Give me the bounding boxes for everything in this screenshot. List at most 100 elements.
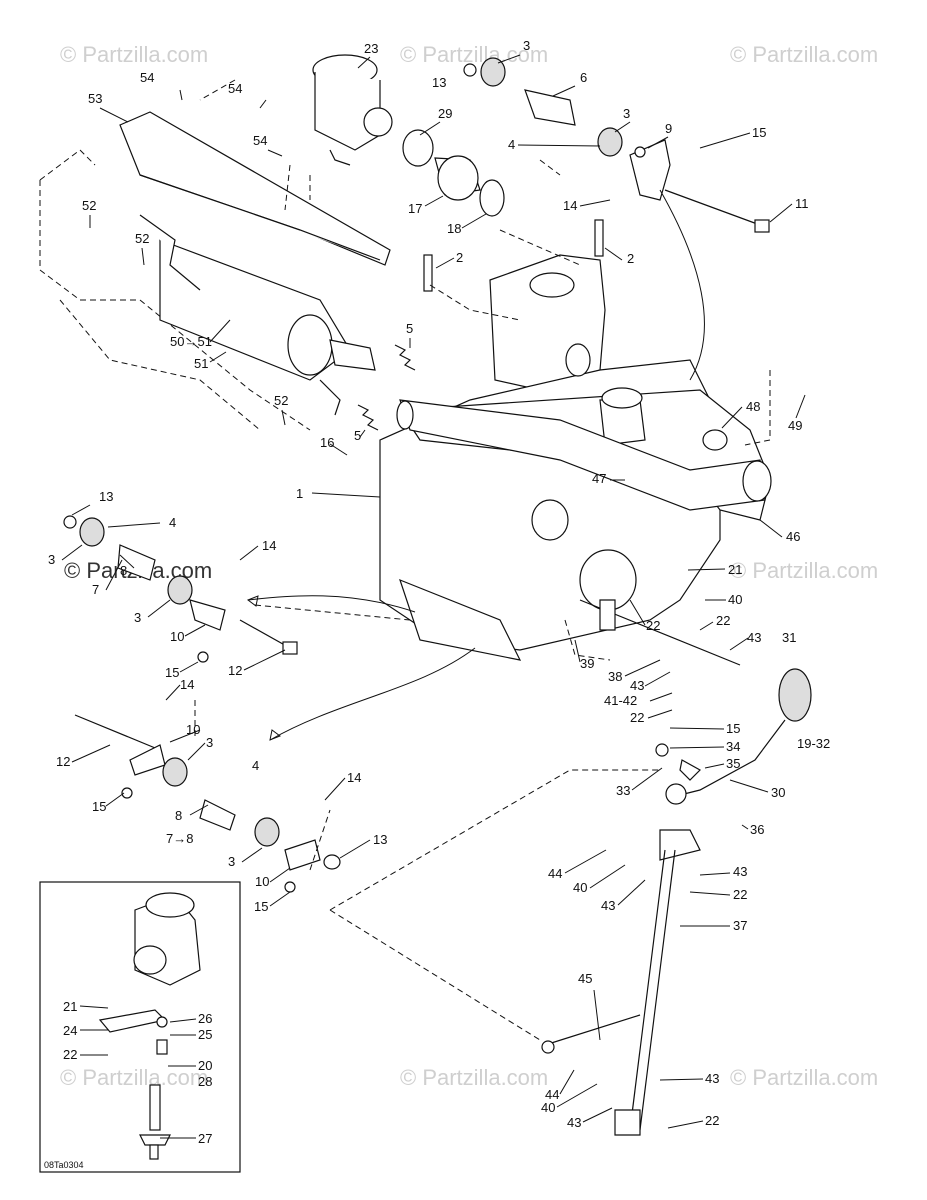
callout: 13 bbox=[99, 489, 113, 504]
callout: 47 bbox=[592, 471, 606, 486]
callout: 21 bbox=[728, 562, 742, 577]
callout: 19-32 bbox=[797, 736, 830, 751]
callout: 3 bbox=[134, 610, 141, 625]
watermark: © Partzilla.com bbox=[60, 42, 208, 67]
callout: 10 bbox=[186, 722, 200, 737]
springs bbox=[357, 344, 416, 431]
shift-lever-assembly bbox=[541, 599, 812, 1136]
engine-mount-left-lower bbox=[74, 714, 341, 893]
callout: 1 bbox=[296, 486, 303, 501]
callout: 16 bbox=[320, 435, 334, 450]
callout: 21 bbox=[63, 999, 77, 1014]
callout: 45 bbox=[578, 971, 592, 986]
callout: 30 bbox=[771, 785, 785, 800]
callout: 14 bbox=[180, 677, 194, 692]
callout: 40 bbox=[573, 880, 587, 895]
callout: 31 bbox=[782, 630, 796, 645]
callout: 54 bbox=[253, 133, 267, 148]
frame-outline bbox=[39, 149, 311, 431]
callout: 3 bbox=[623, 106, 630, 121]
callout: 18 bbox=[447, 221, 461, 236]
engine-mount-left-upper bbox=[63, 515, 298, 663]
inset-carburetor-detail bbox=[39, 881, 241, 1173]
callout: 25 bbox=[198, 1027, 212, 1042]
callout: 27 bbox=[198, 1131, 212, 1146]
callout: 9 bbox=[665, 121, 672, 136]
callout: 15 bbox=[165, 665, 179, 680]
callout: 40 bbox=[541, 1100, 555, 1115]
callout: 5 bbox=[354, 428, 361, 443]
callout: 12 bbox=[56, 754, 70, 769]
callout: 34 bbox=[726, 739, 740, 754]
callout: 22 bbox=[733, 887, 747, 902]
callout: 3 bbox=[48, 552, 55, 567]
callout: 43 bbox=[733, 864, 747, 879]
mount-bracket-upper bbox=[629, 139, 671, 201]
drawing-code: 08Ta0304 bbox=[44, 1160, 84, 1170]
heat-shield bbox=[119, 111, 391, 266]
carburetor bbox=[312, 54, 393, 166]
watermark: © Partzilla.com bbox=[400, 42, 548, 67]
callout: 53 bbox=[88, 91, 102, 106]
callout: 54 bbox=[140, 70, 154, 85]
callout: 13 bbox=[373, 832, 387, 847]
callout: 37 bbox=[733, 918, 747, 933]
callout: 44 bbox=[548, 866, 562, 881]
callout: 20 bbox=[198, 1058, 212, 1073]
callout: 22 bbox=[716, 613, 730, 628]
callout: 46 bbox=[786, 529, 800, 544]
callout: 51 bbox=[194, 356, 208, 371]
callout: 2 bbox=[627, 251, 634, 266]
callout: 44 bbox=[545, 1087, 559, 1102]
callout: 10 bbox=[170, 629, 184, 644]
callout: 7→8 bbox=[166, 831, 193, 846]
callout: 41-42 bbox=[604, 693, 637, 708]
callout: 22 bbox=[63, 1047, 77, 1062]
callout: 36 bbox=[750, 822, 764, 837]
callout: 24 bbox=[63, 1023, 77, 1038]
watermark: © Partzilla.com bbox=[730, 1065, 878, 1090]
callout: 14 bbox=[262, 538, 276, 553]
callout: 6 bbox=[580, 70, 587, 85]
exhaust-gasket bbox=[702, 429, 728, 451]
callout: 43 bbox=[747, 630, 761, 645]
callout: 15 bbox=[92, 799, 106, 814]
callout: 15 bbox=[254, 899, 268, 914]
callout: 22 bbox=[646, 618, 660, 633]
callout: 52 bbox=[274, 393, 288, 408]
callout: 14 bbox=[563, 198, 577, 213]
watermark: © Partzilla.com bbox=[400, 1065, 548, 1090]
callout: 52 bbox=[82, 198, 96, 213]
callout: 15 bbox=[726, 721, 740, 736]
callout: 40 bbox=[728, 592, 742, 607]
callout: 8 bbox=[175, 808, 182, 823]
dashed-leaders bbox=[194, 79, 771, 1041]
intake-boot bbox=[402, 129, 505, 217]
callout: 2 bbox=[456, 250, 463, 265]
reference-arrows bbox=[246, 189, 705, 741]
callout: 13 bbox=[432, 75, 446, 90]
callout: 3 bbox=[206, 735, 213, 750]
callout: 17 bbox=[408, 201, 422, 216]
callout: 7 bbox=[92, 582, 99, 597]
callout: 3 bbox=[523, 38, 530, 53]
callout: 22 bbox=[705, 1113, 719, 1128]
watermark: © Partzilla.com bbox=[730, 558, 878, 583]
callout: 43 bbox=[630, 678, 644, 693]
callout: 48 bbox=[746, 399, 760, 414]
watermark: © Partzilla.com bbox=[730, 42, 878, 67]
callout: 50→51 bbox=[170, 334, 212, 349]
callout: 29 bbox=[438, 106, 452, 121]
callout: 3 bbox=[228, 854, 235, 869]
spark-plugs bbox=[423, 219, 604, 292]
callout: 39 bbox=[580, 656, 594, 671]
callout: 35 bbox=[726, 756, 740, 771]
callout: 8 bbox=[120, 563, 127, 578]
callout: 49 bbox=[788, 418, 802, 433]
callout: 4 bbox=[508, 137, 515, 152]
callout: 43 bbox=[601, 898, 615, 913]
leader-lines bbox=[61, 54, 806, 1139]
callout: 15 bbox=[752, 125, 766, 140]
callout: 22 bbox=[630, 710, 644, 725]
callout: 5 bbox=[406, 321, 413, 336]
